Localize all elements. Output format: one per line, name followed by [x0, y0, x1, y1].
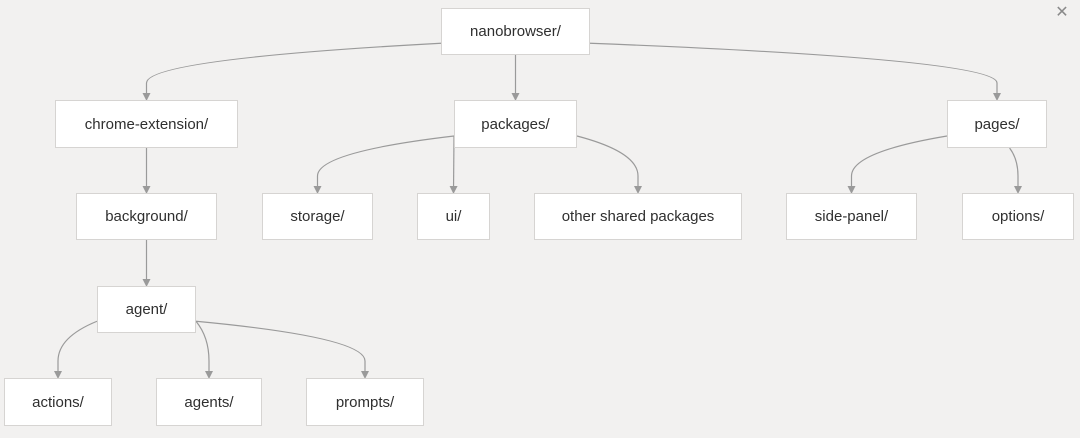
node-nanobrowser: nanobrowser/	[441, 8, 590, 55]
edge-pages-to-options	[1009, 147, 1022, 194]
node-prompts: prompts/	[306, 378, 424, 426]
node-other-shared-packages: other shared packages	[534, 193, 742, 240]
edge-agent-to-agents	[195, 320, 213, 379]
edge-agent-to-actions	[54, 320, 98, 379]
node-ui: ui/	[417, 193, 490, 240]
node-side-panel: side-panel/	[786, 193, 917, 240]
node-background: background/	[76, 193, 217, 240]
edge-root-to-pages	[589, 42, 1001, 101]
node-options: options/	[962, 193, 1074, 240]
node-storage: storage/	[262, 193, 373, 240]
node-actions: actions/	[4, 378, 112, 426]
edge-pages-to-side_panel	[847, 135, 948, 194]
edge-agent-to-prompts	[195, 320, 369, 379]
node-agent: agent/	[97, 286, 196, 333]
close-icon[interactable]: ✕	[1055, 4, 1069, 21]
node-chrome-extension: chrome-extension/	[55, 100, 238, 148]
edge-packages-to-other_shared	[576, 135, 642, 194]
edge-root-to-chrome_extension	[142, 42, 442, 101]
node-packages: packages/	[454, 100, 577, 148]
node-pages: pages/	[947, 100, 1047, 148]
edge-packages-to-ui	[449, 135, 458, 194]
edge-packages-to-storage	[313, 135, 455, 194]
node-agents: agents/	[156, 378, 262, 426]
